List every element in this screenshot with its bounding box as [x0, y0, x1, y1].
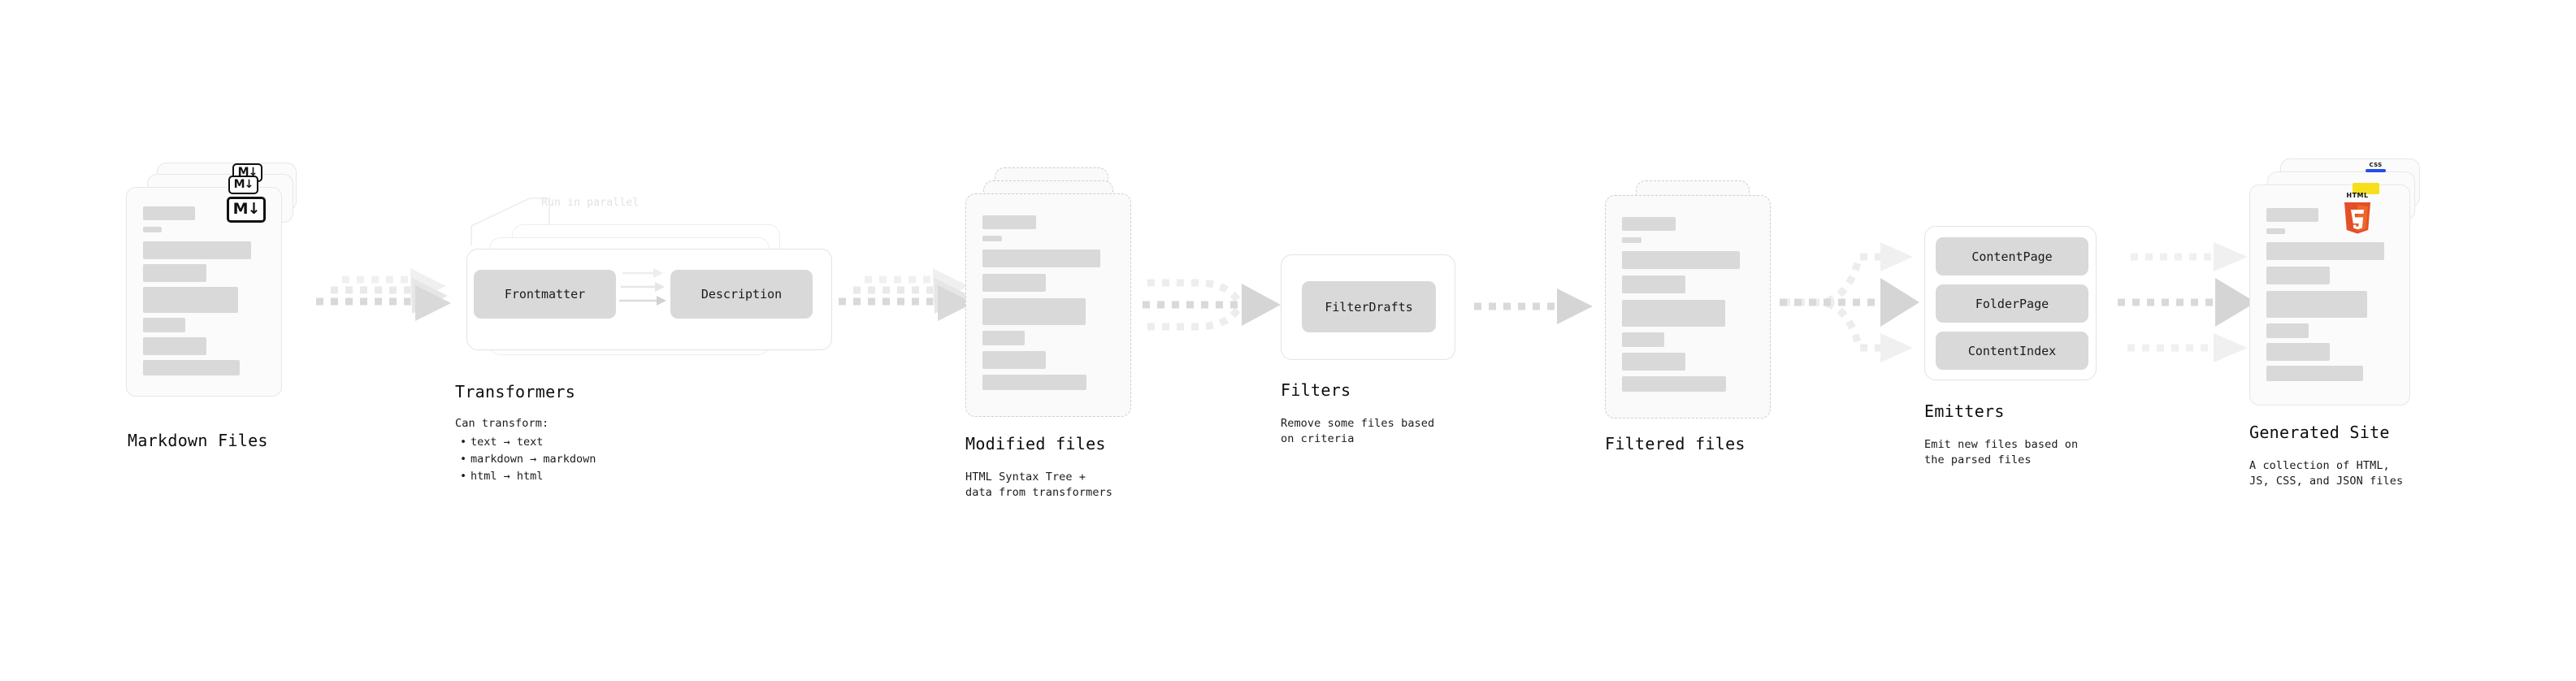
- filtered-file-card-front: [1605, 195, 1771, 419]
- connector-md-to-transformers: [316, 268, 451, 321]
- transformer-pill-description[interactable]: Description: [670, 270, 813, 319]
- file-card-front: [126, 187, 282, 397]
- filters-panel: FilterDrafts: [1281, 254, 1455, 360]
- modified-files-stack: [965, 167, 1152, 436]
- connector-modified-to-filters: [1143, 279, 1281, 331]
- emitters-panel: ContentPage FolderPage ContentIndex: [1924, 226, 2097, 380]
- stage-title-emitters: Emitters: [1924, 401, 2005, 421]
- stage-subtitle-transformers: Can transform:: [455, 417, 549, 430]
- markdown-icon: M↓: [227, 197, 266, 223]
- site-file-card-html: [2249, 184, 2410, 406]
- connector-filtered-to-emitters: [1780, 242, 1919, 362]
- transformers-group: Run in parallel Frontmatter Description: [455, 192, 832, 367]
- generated-site-stack: CSS HTML: [2249, 158, 2444, 427]
- stage-subtitle-generated-site: A collection of HTML, JS, CSS, and JSON …: [2249, 459, 2404, 488]
- stage-subtitle-modified-files: HTML Syntax Tree + data from transformer…: [965, 471, 1113, 500]
- css3-icon: CSS: [2366, 162, 2386, 172]
- html5-icon: HTML: [2342, 192, 2373, 236]
- run-in-parallel-label: Run in parallel: [541, 197, 640, 209]
- stage-title-markdown-files: Markdown Files: [128, 431, 268, 450]
- markdown-files-stack: M↓ M↓ M↓: [126, 163, 313, 423]
- javascript-icon: [2353, 183, 2379, 194]
- stage-title-modified-files: Modified files: [965, 434, 1106, 453]
- emitter-pill-contentindex[interactable]: ContentIndex: [1936, 332, 2088, 370]
- modified-file-card-front: [965, 193, 1131, 417]
- markdown-icon-mid: M↓: [228, 176, 258, 194]
- stage-subtitle-emitters: Emit new files based on the parsed files: [1924, 438, 2079, 467]
- emitter-pill-contentpage[interactable]: ContentPage: [1936, 237, 2088, 275]
- transformer-inner-arrows: [619, 268, 666, 306]
- bullet-html-to-html: html → html: [460, 468, 596, 485]
- transformers-bullet-list: text → text markdown → markdown html → h…: [460, 434, 596, 485]
- filter-pill-filterdrafts[interactable]: FilterDrafts: [1302, 281, 1436, 332]
- bullet-markdown-to-markdown: markdown → markdown: [460, 451, 596, 468]
- stage-title-generated-site: Generated Site: [2249, 423, 2390, 442]
- stage-subtitle-filters: Remove some files based on criteria: [1281, 417, 1435, 446]
- emitter-pill-folderpage[interactable]: FolderPage: [1936, 284, 2088, 323]
- stage-title-filtered-files: Filtered files: [1605, 434, 1746, 453]
- connector-filters-to-filtered: [1474, 288, 1593, 324]
- stage-title-filters: Filters: [1281, 380, 1351, 400]
- stage-title-transformers: Transformers: [455, 382, 576, 401]
- transformer-panel-front: Frontmatter Description: [466, 249, 832, 350]
- bullet-text-to-text: text → text: [460, 434, 596, 451]
- connector-emitters-to-site: [2118, 242, 2256, 362]
- run-in-parallel-bracket: [471, 197, 550, 245]
- connector-transformers-to-modified: [839, 268, 974, 321]
- transformer-pill-frontmatter[interactable]: Frontmatter: [474, 270, 616, 319]
- filtered-files-stack: [1605, 180, 1792, 440]
